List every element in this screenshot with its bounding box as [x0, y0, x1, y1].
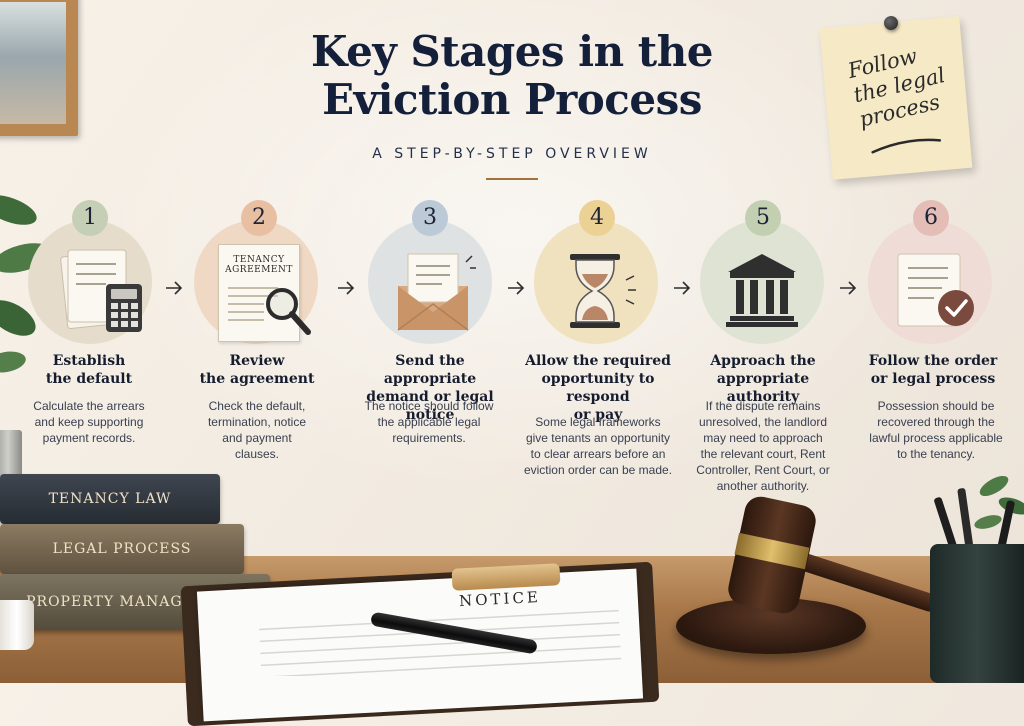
- sticky-note-text: Follow the legal process: [845, 43, 948, 132]
- step-3-number: 3: [412, 200, 448, 236]
- step-2-title-line: Review: [229, 353, 285, 369]
- step-5-desc-line: the relevant court, Rent: [700, 447, 826, 461]
- sticky-note: Follow the legal process: [819, 16, 973, 180]
- step-2-desc-line: termination, notice: [207, 415, 307, 429]
- checkmark-document-icon: [897, 253, 974, 327]
- step-2-description: Check the default, termination, notice a…: [182, 398, 332, 462]
- step-4-desc-line: eviction order can be made.: [523, 463, 673, 477]
- step-1-title-line: Establish: [52, 353, 126, 369]
- step-3-title: Send the appropriate demand or legal not…: [348, 352, 512, 424]
- coffee-mug: [0, 600, 34, 650]
- step-5-title-line: appropriate authority: [716, 371, 810, 405]
- step-4-title-line: Allow the required: [525, 353, 671, 369]
- step-5-desc-line: another authority.: [716, 479, 810, 493]
- arrow-right-icon: [508, 281, 525, 295]
- envelope-icon: [397, 253, 476, 331]
- step-3-description: The notice should follow the applicable …: [354, 398, 504, 446]
- underline-swash-icon: [871, 138, 942, 154]
- step-5-desc-line: Controller, Rent Court, or: [696, 463, 830, 477]
- step-6-desc-line: recovered through the: [877, 415, 995, 429]
- page-subtitle: A STEP-BY-STEP OVERVIEW: [372, 146, 652, 162]
- step-5-title: Approach the appropriate authority: [688, 352, 838, 406]
- magnifier-icon: [228, 287, 311, 335]
- step-3-desc-line: the applicable legal: [377, 415, 481, 429]
- step-5-desc-line: unresolved, the landlord: [698, 415, 828, 429]
- calculator-icon: [60, 249, 142, 332]
- step-6-description: Possession should be recovered through t…: [858, 398, 1014, 462]
- step-6-title-line: Follow the order: [868, 353, 998, 369]
- push-pin-icon: [884, 16, 898, 30]
- book-tenancy-law: TENANCY LAW: [0, 474, 220, 524]
- step-5-desc-line: may need to approach: [703, 431, 823, 445]
- step-1-title-line: the default: [45, 371, 133, 387]
- step-6-desc-line: lawful process applicable: [869, 431, 1003, 445]
- arrow-right-icon: [674, 281, 691, 295]
- step-1-number: 1: [72, 200, 108, 236]
- wall-picture-frame: [0, 0, 78, 136]
- title-divider: [486, 178, 538, 180]
- step-5-title-line: Approach the: [710, 353, 816, 369]
- doc-heading: TENANCY: [233, 255, 285, 265]
- step-4-title-line: or pay: [573, 407, 623, 423]
- step-4-description: Some legal frameworks give tenants an op…: [516, 414, 680, 478]
- step-1-desc-line: and keep supporting: [34, 415, 144, 429]
- arrow-right-icon: [338, 281, 355, 295]
- step-5-desc-line: If the dispute remains: [705, 399, 821, 413]
- step-6-title-line: or legal process: [870, 371, 996, 387]
- step-4-title-line: opportunity to respond: [541, 371, 655, 405]
- courthouse-icon: [726, 254, 798, 327]
- arrow-right-icon: [840, 281, 857, 295]
- book-legal-process: LEGAL PROCESS: [0, 524, 244, 574]
- step-4-desc-line: give tenants an opportunity: [525, 431, 671, 445]
- arrow-right-icon: [166, 281, 183, 295]
- step-4-title: Allow the required opportunity to respon…: [516, 352, 680, 424]
- step-5-number: 5: [745, 200, 781, 236]
- paper-lines: [259, 609, 622, 676]
- step-3-desc-line: The notice should follow: [364, 399, 494, 413]
- step-4-desc-line: to clear arrears before an: [530, 447, 666, 461]
- step-2-desc-line: Check the default,: [208, 399, 306, 413]
- step-3-desc-line: requirements.: [392, 431, 466, 445]
- plant-leaves-icon: [974, 475, 1024, 529]
- step-1-description: Calculate the arrears and keep supportin…: [14, 398, 164, 446]
- step-4-number: 4: [579, 200, 615, 236]
- step-6-number: 6: [913, 200, 949, 236]
- page-title: Key Stages in the Eviction Process: [311, 27, 713, 124]
- doc-heading: AGREEMENT: [225, 265, 293, 275]
- step-5-description: If the dispute remains unresolved, the l…: [688, 398, 838, 494]
- step-2-number: 2: [241, 200, 277, 236]
- step-2-desc-line: and payment: [222, 431, 292, 445]
- step-1-title: Establish the default: [14, 352, 164, 388]
- hourglass-icon: [570, 254, 636, 328]
- step-1-desc-line: payment records.: [42, 431, 136, 445]
- pencil-cup: [930, 544, 1024, 683]
- step-2-desc-line: clauses.: [234, 447, 280, 461]
- step-6-title: Follow the order or legal process: [858, 352, 1008, 388]
- step-3-title-line: Send the appropriate: [383, 353, 477, 387]
- landscape-painting: [0, 2, 66, 124]
- step-6-desc-line: to the tenancy.: [897, 447, 975, 461]
- step-2-title-line: the agreement: [199, 371, 315, 387]
- step-4-desc-line: Some legal frameworks: [535, 415, 661, 429]
- step-3-title-line: demand or legal notice: [366, 389, 494, 423]
- step-2-title: Review the agreement: [182, 352, 332, 388]
- step-1-desc-line: Calculate the arrears: [33, 399, 145, 413]
- step-6-desc-line: Possession should be: [877, 399, 995, 413]
- tenancy-agreement-document: TENANCY AGREEMENT: [218, 244, 300, 342]
